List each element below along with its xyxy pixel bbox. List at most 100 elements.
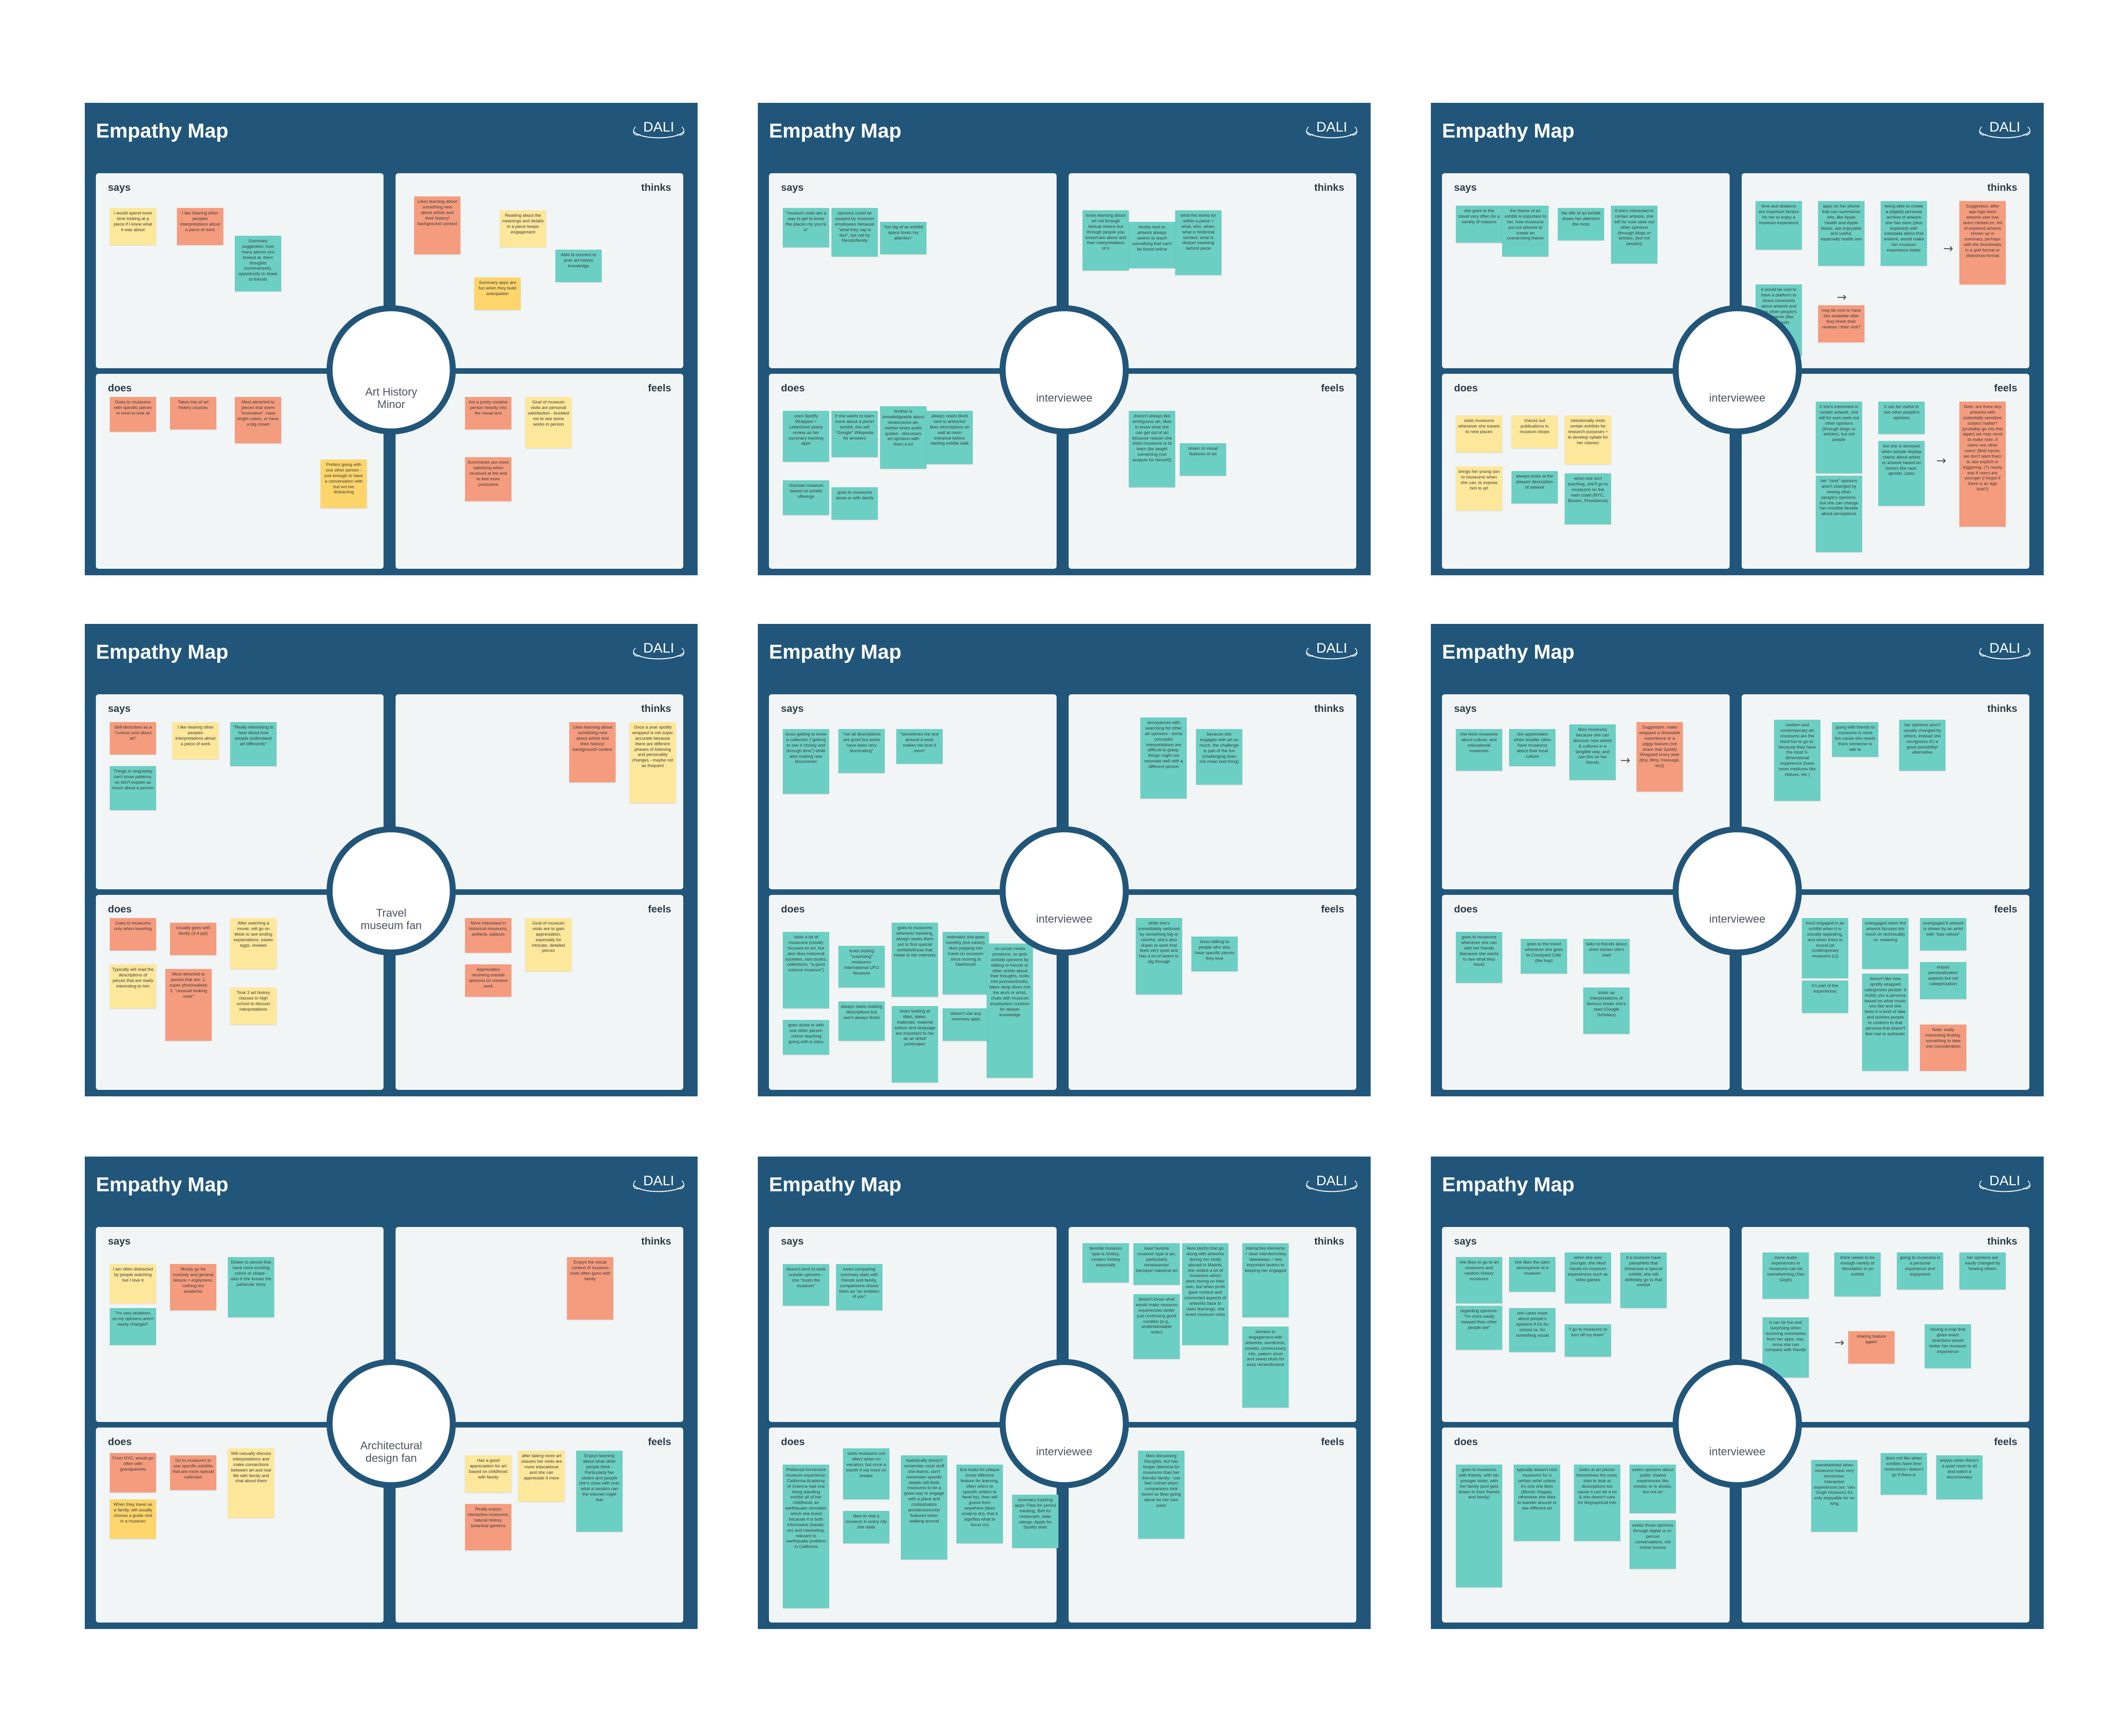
sticky-note[interactable]: seeks opinions about public shared exper… [1630, 1465, 1676, 1513]
sticky-note[interactable]: intentionally visits certain exhibits fo… [1565, 415, 1611, 464]
sticky-note[interactable]: Things in singularity can't show pattern… [110, 766, 156, 810]
sticky-note[interactable]: realistically doesn't remember most stuf… [901, 1455, 947, 1560]
sticky-note[interactable]: When they travel as a family, will usual… [110, 1499, 156, 1539]
sticky-note[interactable]: sharing feature again! [1848, 1331, 1895, 1364]
sticky-note[interactable]: the theme of an exhibit is important to … [1502, 206, 1549, 257]
sticky-note[interactable]: Enjoys the social context of museum visi… [567, 1257, 613, 1320]
sticky-note[interactable]: goes alone or with one other person unle… [783, 1020, 829, 1055]
sticky-note[interactable]: looks up interpretations of famous books… [1583, 988, 1630, 1034]
sticky-note[interactable]: Appreciates receiving outside opinions o… [465, 964, 511, 997]
sticky-note[interactable]: Enjoys learning about what other people … [576, 1451, 623, 1532]
sticky-note[interactable]: drawn to visual features of art [1180, 443, 1226, 476]
sticky-note[interactable]: some audio experiences in museums can be… [1763, 1252, 1809, 1299]
sticky-note[interactable]: it can be fun and surprising when receiv… [1763, 1317, 1809, 1377]
sticky-note[interactable]: I like hearing other peoples interpretat… [172, 722, 219, 759]
sticky-note[interactable]: brings her young son to museums when she… [1456, 466, 1502, 510]
sticky-note[interactable]: "I go to museums to turn off my brain" [1565, 1324, 1611, 1357]
sticky-note[interactable]: goes to the travel whenever she goes to … [1521, 939, 1567, 974]
sticky-note[interactable]: likes blurbs that go along with artworks… [1182, 1243, 1228, 1345]
sticky-note[interactable]: opinions could be swayed by museum emplo… [831, 208, 878, 257]
sticky-note[interactable]: Typically will read the descriptions of … [110, 964, 156, 1008]
sticky-note[interactable]: she likes to go to art museums and rando… [1456, 1257, 1502, 1303]
sticky-note[interactable]: apps on her phone that can summarize inf… [1818, 201, 1864, 266]
sticky-note[interactable]: blurbs next to artwork always seems to t… [1129, 222, 1175, 268]
sticky-note[interactable]: always reads blurb next to artworks/ lik… [926, 411, 973, 464]
sticky-note[interactable]: visits museums whenever she travels to n… [1456, 415, 1502, 453]
sticky-note[interactable]: the title of an exhibit draws her attent… [1558, 208, 1604, 240]
sticky-note[interactable]: her "core" opinions aren't changed by se… [1816, 476, 1862, 552]
sticky-note[interactable]: Mostly go for curiosity and general leis… [170, 1264, 216, 1310]
sticky-note[interactable]: she goes to the travel very often for a … [1456, 206, 1502, 243]
sticky-note[interactable]: overwhelmed when museums have very immer… [1811, 1460, 1857, 1532]
sticky-note[interactable]: Most attracted to pieces that seem "inno… [235, 397, 281, 443]
sticky-note[interactable]: Goal of museum visits are personal satis… [525, 397, 572, 448]
sticky-note[interactable]: uses Spotify Wrapped + Letterboxd yearly… [783, 411, 829, 462]
sticky-note[interactable]: loves talking to people who also have sp… [1191, 937, 1238, 971]
sticky-note[interactable]: Suggestion: make wrapped a shareable exp… [1637, 722, 1683, 792]
sticky-note[interactable]: may be cool to have this available after… [1818, 305, 1864, 342]
sticky-note[interactable]: having a map that gives exact directions… [1925, 1324, 1971, 1368]
sticky-note[interactable]: doesn't always like ambiguous art, likes… [1129, 411, 1175, 487]
sticky-note[interactable]: Self-describes as a "curious soul about … [110, 722, 156, 755]
sticky-note[interactable]: there needs to be enough variety of stim… [1834, 1252, 1881, 1296]
sticky-note[interactable]: she cares more about people's opinions i… [1509, 1308, 1555, 1352]
sticky-note[interactable]: barriers to engagement with artworks: wo… [1242, 1327, 1289, 1408]
sticky-note[interactable]: "Really interesting to hear about how pe… [230, 722, 277, 766]
sticky-note[interactable]: no social media presence, so gets outsid… [987, 943, 1033, 1078]
sticky-note[interactable]: Able to connect to prior art history kno… [555, 250, 602, 282]
sticky-note[interactable]: she feels museums about culture, and edu… [1456, 729, 1502, 771]
sticky-note[interactable]: annoyances with searching for other art … [1140, 717, 1187, 799]
sticky-note[interactable]: likes to visit a museum in every city sh… [843, 1511, 889, 1543]
sticky-note[interactable]: visits museums not often/ when on vacati… [843, 1448, 889, 1499]
sticky-note[interactable]: after taking more art classes her visits… [518, 1451, 565, 1502]
sticky-note[interactable]: Summary suggestion: how many pieces you … [235, 236, 281, 291]
sticky-note[interactable]: Likes learning about something new about… [414, 196, 460, 254]
sticky-note[interactable]: always starts reading descriptions but w… [838, 1001, 885, 1041]
sticky-note[interactable]: regarding opinions: "I'm more easily swa… [1456, 1306, 1502, 1350]
sticky-note[interactable]: she likes the calm atmosphere of a museu… [1509, 1257, 1555, 1292]
sticky-note[interactable]: likes museums because she can discover n… [1569, 724, 1616, 780]
sticky-note[interactable]: loves getting to know a collection ("get… [783, 729, 829, 794]
sticky-note[interactable]: Summaries are more satisfying when recei… [465, 457, 511, 501]
sticky-note[interactable]: typically doesn't visit museums for a ce… [1514, 1465, 1560, 1541]
sticky-note[interactable]: going to museums is a personal experienc… [1897, 1252, 1943, 1289]
sticky-note[interactable]: "not all descriptions are good but some … [838, 729, 885, 773]
sticky-note[interactable]: if she's interested in certain artwork, … [1611, 206, 1657, 264]
sticky-note[interactable]: Suggestion: after app logs each artwork … [1959, 201, 2006, 284]
sticky-note[interactable]: doesn't use any summary apps [943, 1008, 989, 1041]
sticky-note[interactable]: Goal of museum visits are to gain apprec… [525, 918, 572, 971]
sticky-note[interactable]: enjoys personalization aspects but not c… [1920, 962, 1966, 999]
sticky-note[interactable]: modern and contemporary art museums are … [1774, 720, 1820, 801]
sticky-note[interactable]: Drawn to pieces that have more exciting … [228, 1257, 274, 1317]
sticky-note[interactable]: if she wants to learn more about a piece… [831, 411, 878, 457]
sticky-note[interactable]: seeks those opinions through digital or … [1630, 1520, 1676, 1569]
sticky-note[interactable]: From NYC, would go often with grandparen… [110, 1453, 156, 1492]
sticky-note[interactable]: her opinions are easily changed by heari… [1959, 1252, 2006, 1289]
sticky-note[interactable]: brother is knowledgeable about renaissan… [880, 406, 926, 469]
sticky-note[interactable]: unengaged if artwork is shown by an arti… [1920, 918, 1966, 950]
sticky-note[interactable]: unengaged when the artwork focuses too m… [1862, 918, 1908, 969]
sticky-note[interactable]: Goes to museums with specific pieces in … [110, 397, 156, 432]
sticky-note[interactable]: loves learning about art not through fac… [1083, 210, 1129, 270]
sticky-note[interactable]: Likes learning about something new about… [569, 722, 616, 782]
sticky-note[interactable]: "I'm very stubborn, so my opinions aren'… [110, 1308, 156, 1345]
sticky-note[interactable]: looks at art pieces themselves the most,… [1574, 1465, 1620, 1541]
sticky-note[interactable]: checks out publications in museum shops [1511, 415, 1558, 448]
sticky-note[interactable]: because she engages with art so much, th… [1196, 729, 1242, 785]
sticky-note[interactable]: summary tracking apps: Flow for period t… [1012, 1495, 1058, 1548]
sticky-note[interactable]: loves comparing summary stats with frien… [836, 1264, 882, 1310]
sticky-note[interactable]: Reading about the meanings and details i… [500, 210, 546, 247]
sticky-note[interactable]: likes discussing thoughts, but has longe… [1138, 1451, 1184, 1539]
sticky-note[interactable]: Really enjoys interactive museums, natur… [465, 1504, 511, 1550]
sticky-note[interactable]: I like hearing other peoples interpretat… [177, 208, 223, 245]
sticky-note[interactable]: does not like when exhibits have time re… [1881, 1453, 1927, 1495]
sticky-note[interactable]: Once a year spotify wrapped is not super… [630, 722, 676, 803]
sticky-note[interactable]: goes to museums alone or with family [831, 487, 878, 520]
sticky-note[interactable]: visits a lot of museums (mostly focused … [783, 932, 829, 1008]
sticky-note[interactable]: what the works for within a piece + what… [1175, 210, 1221, 275]
sticky-note[interactable]: being able to create a (digital) persona… [1881, 201, 1927, 266]
sticky-note[interactable]: most engaged in an exhibit when it is vi… [1802, 918, 1848, 978]
sticky-note[interactable]: loves looking at titles, dates, material… [892, 1006, 938, 1082]
sticky-note[interactable]: it's part of the experience) [1802, 981, 1848, 1013]
sticky-note[interactable]: Go to museums to see specific exhibits t… [170, 1455, 216, 1490]
